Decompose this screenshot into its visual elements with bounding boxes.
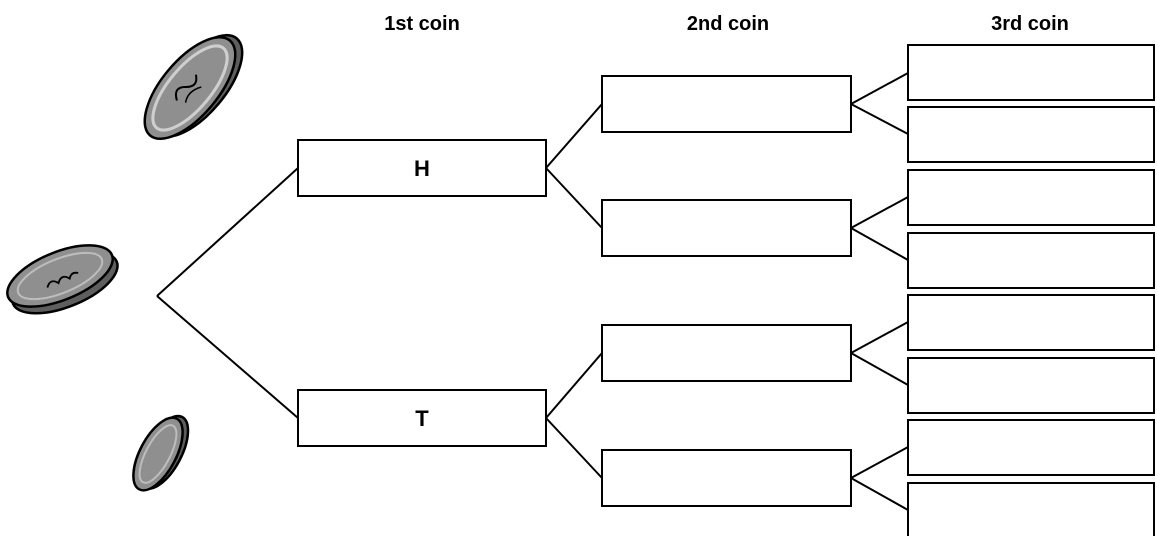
second-coin-boxes (601, 75, 852, 507)
third-coin-box-1[interactable] (907, 44, 1155, 101)
header-second-coin: 2nd coin (687, 13, 769, 35)
branch-2b-1 (850, 196, 909, 229)
third-coin-box-7[interactable] (907, 419, 1155, 476)
branch-h-1 (545, 103, 603, 169)
coin-icon-top (143, 33, 244, 141)
third-coin-box-2[interactable] (907, 106, 1155, 163)
third-coin-box-3[interactable] (907, 169, 1155, 226)
second-coin-box-3[interactable] (601, 324, 852, 382)
branch-2b-2 (850, 227, 909, 261)
branch-t-2 (545, 417, 603, 479)
first-coin-box-h[interactable] (297, 139, 547, 197)
header-first-coin: 1st coin (384, 13, 460, 35)
second-coin-box-4[interactable] (601, 449, 852, 507)
second-coin-box-2[interactable] (601, 199, 852, 257)
third-coin-box-4[interactable] (907, 232, 1155, 289)
first-coin-box-t[interactable] (297, 389, 547, 447)
third-coin-box-6[interactable] (907, 357, 1155, 414)
branch-2d-2 (850, 477, 909, 511)
branch-t-1 (545, 352, 603, 419)
branch-2a-2 (850, 103, 909, 135)
coin-icon-middle (6, 244, 119, 315)
second-coin-box-1[interactable] (601, 75, 852, 133)
third-coin-box-8[interactable] (907, 482, 1155, 536)
third-coin-boxes (907, 44, 1155, 536)
branch-lines (156, 72, 909, 511)
first-coin-label-h: H (414, 156, 430, 181)
first-coin-label-t: T (415, 406, 429, 431)
branch-2c-1 (850, 321, 909, 354)
branch-2a-1 (850, 72, 909, 105)
third-coin-box-5[interactable] (907, 294, 1155, 351)
branch-root-h (156, 167, 299, 297)
branch-root-t (156, 295, 299, 419)
branch-2d-1 (850, 446, 909, 479)
branch-2c-2 (850, 352, 909, 386)
first-coin-boxes: H T (297, 139, 547, 447)
coin-icon-bottom (132, 414, 190, 492)
branch-h-2 (545, 167, 603, 229)
header-third-coin: 3rd coin (991, 13, 1069, 35)
